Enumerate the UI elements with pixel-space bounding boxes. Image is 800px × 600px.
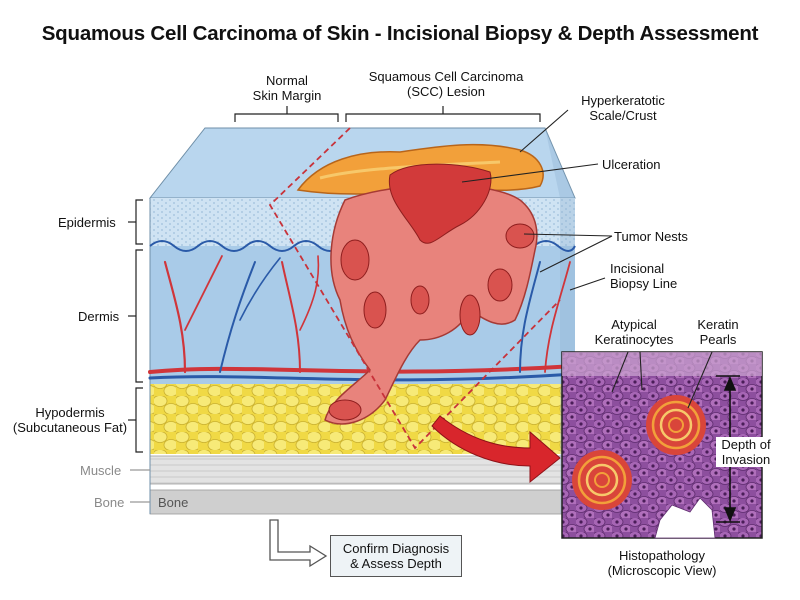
label-biopsy-line1: Incisional (610, 261, 665, 276)
top-brackets (234, 106, 541, 122)
label-scc-line1: Squamous Cell Carcinoma (368, 69, 524, 84)
confirm-diagnosis-box: Confirm Diagnosis & Assess Depth (330, 535, 462, 577)
inset-leaders (611, 351, 713, 409)
label-histo-line1: Histopathology (619, 548, 705, 563)
ulceration (388, 163, 492, 244)
label-biopsy-line: Incisional Biopsy Line (610, 261, 677, 291)
label-depth-line2: Invasion (721, 452, 771, 467)
bone-layer-label: Bone (158, 495, 189, 510)
label-atypical-line2: Keratinocytes (594, 332, 674, 347)
label-normal-margin-line2: Skin Margin (252, 88, 322, 103)
label-normal-margin-line1: Normal (266, 73, 308, 88)
confirm-box-line2: & Assess Depth (350, 556, 442, 571)
keratin-pearls (572, 395, 706, 510)
label-hypodermis-line2: (Subcutaneous Fat) (12, 420, 128, 435)
label-keratin-line1: Keratin (697, 317, 739, 332)
incisional-biopsy-line (268, 127, 561, 450)
tumor-nests (328, 223, 535, 421)
label-bone: Bone (94, 495, 125, 510)
label-dermis: Dermis (78, 309, 120, 324)
label-keratin-line2: Pearls (699, 332, 737, 347)
label-depth-of-invasion: Depth of Invasion (716, 437, 776, 467)
confirm-box-line1: Confirm Diagnosis (342, 541, 450, 556)
left-brackets (128, 199, 150, 503)
label-histopathology: Histopathology (Microscopic View) (592, 548, 732, 578)
label-epidermis: Epidermis (58, 215, 116, 230)
blood-vessels (148, 255, 577, 382)
label-atypical-line1: Atypical (611, 317, 657, 332)
label-hyperkeratotic-line1: Hyperkeratotic (581, 93, 665, 108)
label-keratin-pearls: Keratin Pearls (688, 317, 748, 347)
label-tumor-nests: Tumor Nests (614, 229, 688, 244)
label-ulceration: Ulceration (602, 157, 661, 172)
leader-lines (461, 109, 613, 291)
label-hyperkeratotic: Hyperkeratotic Scale/Crust (568, 93, 678, 123)
label-biopsy-line2: Biopsy Line (610, 276, 678, 291)
magnify-arrow (431, 415, 561, 484)
label-scc-line2: (SCC) Lesion (406, 84, 486, 99)
label-atypical-keratinocytes: Atypical Keratinocytes (584, 317, 684, 347)
label-hypodermis: Hypodermis (Subcutaneous Fat) (10, 405, 130, 435)
label-histo-line2: (Microscopic View) (607, 563, 717, 578)
label-hypodermis-line1: Hypodermis (35, 405, 105, 420)
label-hyperkeratotic-line2: Scale/Crust (589, 108, 657, 123)
label-normal-margin: Normal Skin Margin (232, 73, 342, 103)
diagram-title: Squamous Cell Carcinoma of Skin - Incisi… (41, 22, 759, 45)
label-depth-line1: Depth of (721, 437, 771, 452)
label-scc-lesion: Squamous Cell Carcinoma (SCC) Lesion (358, 69, 534, 99)
confirm-arrow (269, 519, 328, 568)
label-muscle: Muscle (80, 463, 122, 478)
bone-layer (149, 489, 576, 515)
